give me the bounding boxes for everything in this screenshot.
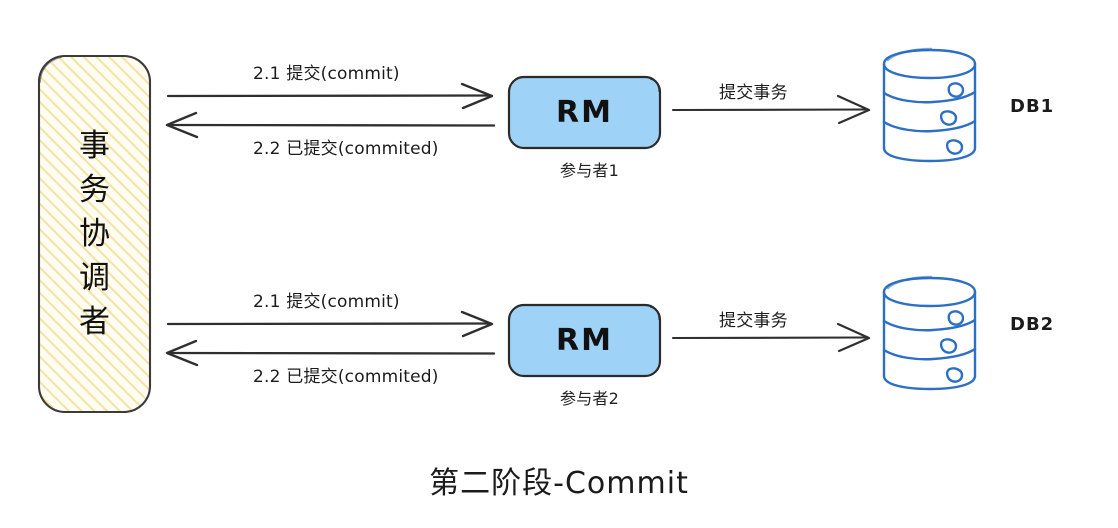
row2-response-label: 2.2 已提交(commited) <box>253 367 439 387</box>
coordinator-char-1: 事 <box>79 127 110 164</box>
row1-db-flow-arrow <box>671 94 871 125</box>
row1-participant-subtitle: 参与者1 <box>560 161 619 180</box>
row1-database-shape <box>882 47 977 163</box>
row2-participant-shape <box>507 303 662 378</box>
row1-participant-shape <box>507 75 662 150</box>
row2-db-flow-arrow <box>671 322 871 353</box>
row1-database-label: DB1 <box>1010 96 1055 117</box>
coordinator-char-5: 者 <box>79 304 110 341</box>
row1-request-label: 2.1 提交(commit) <box>253 64 400 84</box>
row2-request-label: 2.1 提交(commit) <box>253 292 400 312</box>
row1-response-label: 2.2 已提交(commited) <box>253 139 439 159</box>
row2-database-shape <box>882 275 977 391</box>
coordinator-label: 事 务 协 调 者 <box>79 124 110 344</box>
row1-db-flow-label: 提交事务 <box>719 83 788 103</box>
row2-db-flow-label: 提交事务 <box>719 311 788 331</box>
row1-response-arrow <box>165 111 496 139</box>
row2-participant-title: RM <box>556 323 613 358</box>
coordinator-shape <box>37 54 152 414</box>
row1-participant-title: RM <box>556 95 613 130</box>
row2-request-arrow <box>166 310 494 338</box>
row1-request-arrow <box>166 82 494 110</box>
row1-participant-node[interactable]: RM <box>509 77 660 148</box>
coordinator-char-2: 务 <box>79 171 110 208</box>
row2-database-label: DB2 <box>1010 314 1055 335</box>
row2-participant-subtitle: 参与者2 <box>560 389 619 408</box>
coordinator-node[interactable]: 事 务 协 调 者 <box>39 56 150 412</box>
row2-response-arrow <box>165 339 496 367</box>
coordinator-char-3: 协 <box>79 215 110 252</box>
row2-participant-node[interactable]: RM <box>509 305 660 376</box>
diagram-title: 第二阶段-Commit <box>429 466 689 501</box>
coordinator-char-4: 调 <box>79 260 110 296</box>
